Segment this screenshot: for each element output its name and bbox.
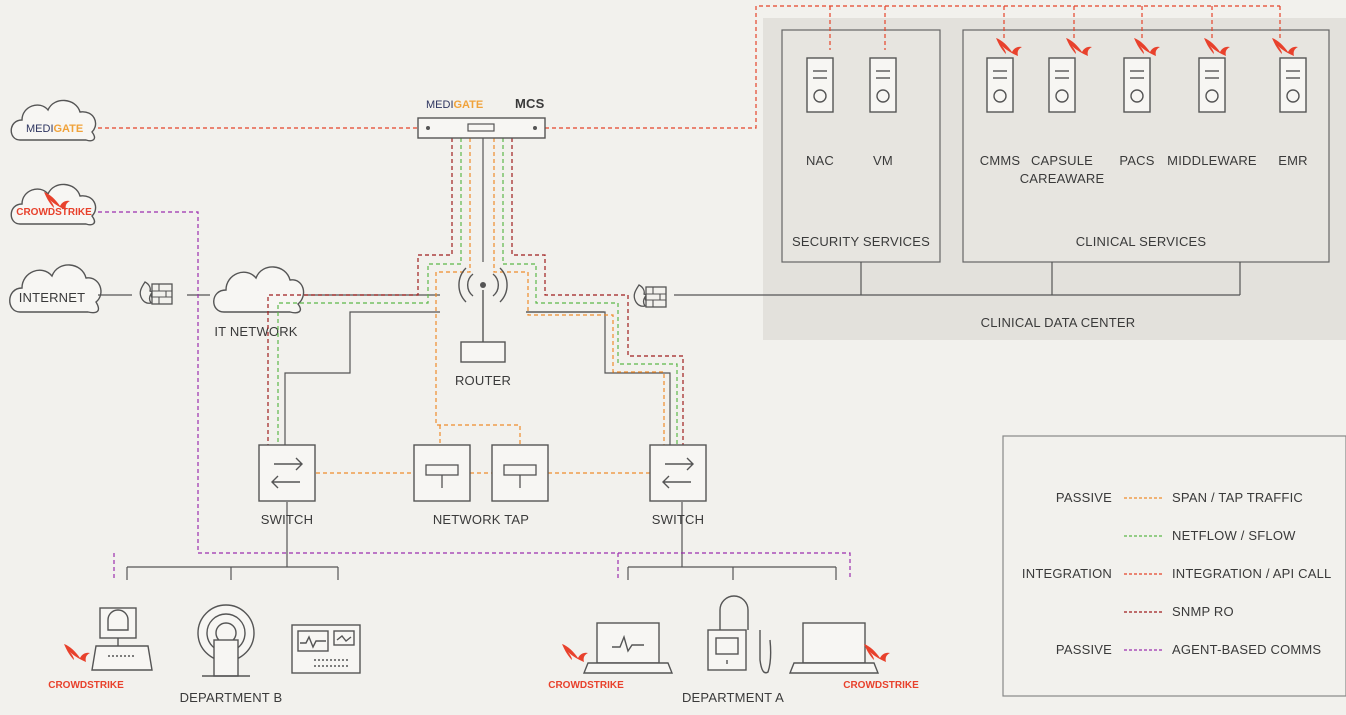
integration-lines xyxy=(98,5,1281,129)
server-cmms xyxy=(986,57,1014,113)
legend-label: SPAN / TAP TRAFFIC xyxy=(1172,490,1303,505)
ultrasound-device-icon xyxy=(91,607,153,671)
switch-right-label: SWITCH xyxy=(652,512,704,527)
it-network-label: IT NETWORK xyxy=(214,324,297,339)
switch-right xyxy=(649,444,707,502)
span-tap-lines xyxy=(316,138,665,474)
crowdstrike-cloud: CROWDSTRIKE xyxy=(10,183,97,226)
server-label: CMMS xyxy=(980,153,1021,168)
server-label: MIDDLEWARE xyxy=(1167,153,1257,168)
crowdstrike-label: CROWDSTRIKE xyxy=(843,680,919,691)
crowdstrike-label: CROWDSTRIKE xyxy=(48,680,124,691)
server-label: EMR xyxy=(1278,153,1308,168)
server-capsule xyxy=(1048,57,1076,113)
department-b-label: DEPARTMENT B xyxy=(180,690,283,705)
legend-category: PASSIVE xyxy=(1056,490,1112,505)
security-services-box xyxy=(781,29,941,263)
laptop-icon xyxy=(788,622,880,674)
firewall-icon xyxy=(139,281,173,305)
legend-category: PASSIVE xyxy=(1056,642,1112,657)
legend-label: SNMP RO xyxy=(1172,604,1234,619)
server-label: CAREAWARE xyxy=(1020,171,1105,186)
medigate-cloud: MEDIGATE xyxy=(10,99,97,142)
legend: PASSIVE SPAN / TAP TRAFFIC NETFLOW / SFLOW… xyxy=(1002,435,1346,697)
mcs-appliance: MEDIGATE MCS xyxy=(417,96,546,139)
netflow-lines xyxy=(277,138,678,445)
firewall-icon xyxy=(633,284,667,308)
infusion-pump-icon xyxy=(707,595,772,674)
legend-row: PASSIVE AGENT-BASED COMMS xyxy=(1056,642,1321,657)
department-a-label: DEPARTMENT A xyxy=(682,690,784,705)
switch-left-label: SWITCH xyxy=(261,512,313,527)
legend-label: NETFLOW / SFLOW xyxy=(1172,528,1296,543)
security-services-label: SECURITY SERVICES xyxy=(792,234,930,249)
legend-row: INTEGRATION INTEGRATION / API CALL xyxy=(1022,566,1331,581)
switch-left xyxy=(258,444,316,502)
network-tap-right xyxy=(491,444,549,502)
legend-row: NETFLOW / SFLOW xyxy=(1124,528,1296,543)
server-emr xyxy=(1279,57,1307,113)
network-tap-label: NETWORK TAP xyxy=(433,512,529,527)
medigate-brand-right: GATE xyxy=(54,123,84,135)
mri-scanner-icon xyxy=(197,604,255,677)
server-label: PACS xyxy=(1119,153,1154,168)
router-icon xyxy=(458,267,508,363)
mcs-brand-left: MEDI xyxy=(426,99,454,111)
internet-label: INTERNET xyxy=(19,290,86,305)
server-pacs xyxy=(1123,57,1151,113)
medigate-brand-left: MEDI xyxy=(26,123,54,135)
legend-label: AGENT-BASED COMMS xyxy=(1172,642,1321,657)
internet-cloud: INTERNET xyxy=(9,264,102,314)
crowdstrike-badge-b: CROWDSTRIKE xyxy=(48,644,124,691)
crowdstrike-label: CROWDSTRIKE xyxy=(548,680,624,691)
crowdstrike-badge-a-left: CROWDSTRIKE xyxy=(548,644,624,691)
legend-row: SNMP RO xyxy=(1124,604,1234,619)
clinical-data-center-label: CLINICAL DATA CENTER xyxy=(981,315,1136,330)
patient-monitor-icon xyxy=(291,624,361,674)
it-network-cloud: IT NETWORK xyxy=(213,266,305,339)
svg-text:MEDIGATE: MEDIGATE xyxy=(426,99,483,111)
server-label: CAPSULE xyxy=(1031,153,1093,168)
agent-lines xyxy=(98,211,851,580)
crowdstrike-badge-a-right: CROWDSTRIKE xyxy=(843,644,919,691)
server-nac xyxy=(806,57,834,113)
server-middleware xyxy=(1198,57,1226,113)
server-label: NAC xyxy=(806,153,834,168)
router-label: ROUTER xyxy=(455,373,511,388)
legend-category: INTEGRATION xyxy=(1022,566,1112,581)
snmp-lines xyxy=(267,138,684,445)
server-label: VM xyxy=(873,153,893,168)
network-tap-left xyxy=(413,444,471,502)
legend-label: INTEGRATION / API CALL xyxy=(1172,566,1331,581)
server-vm xyxy=(869,57,897,113)
legend-row: PASSIVE SPAN / TAP TRAFFIC xyxy=(1056,490,1303,505)
mcs-brand-right: GATE xyxy=(454,99,484,111)
svg-text:MEDIGATE: MEDIGATE xyxy=(26,123,83,135)
laptop-icon xyxy=(582,622,674,674)
mcs-label: MCS xyxy=(515,96,545,111)
crowdstrike-cloud-label: CROWDSTRIKE xyxy=(16,207,92,218)
clinical-services-label: CLINICAL SERVICES xyxy=(1076,234,1207,249)
